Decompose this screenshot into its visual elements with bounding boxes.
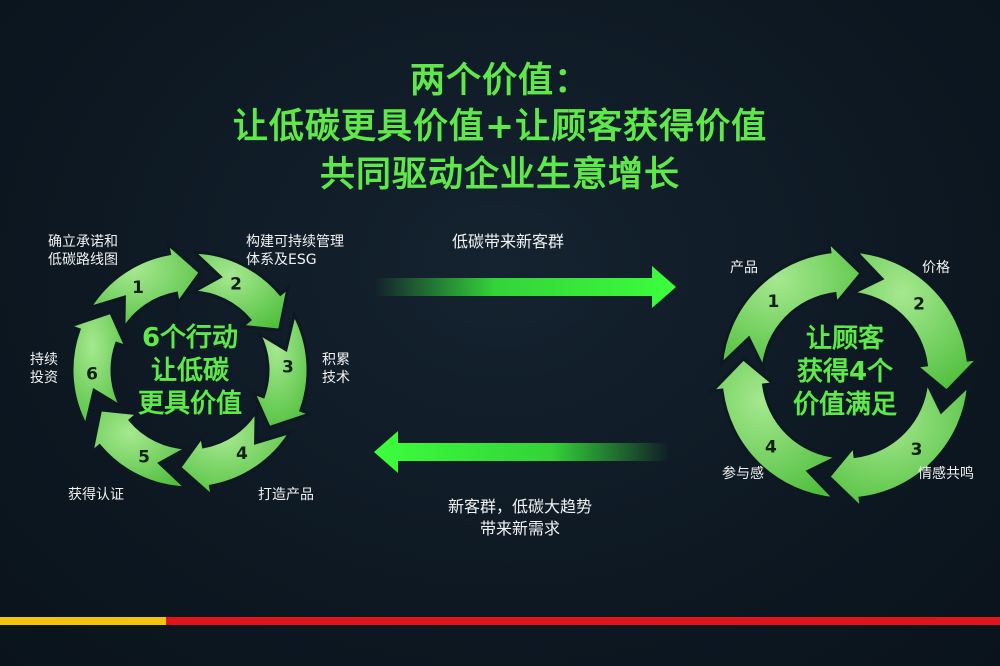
- left-step-number: 4: [236, 444, 248, 464]
- right-arrow-segment-4: [707, 356, 844, 501]
- label-line: 投资: [30, 370, 58, 386]
- left-step-5-label: 获得认证: [68, 487, 124, 503]
- left-arrow-segment-5: [89, 408, 193, 490]
- right-step-number: 3: [911, 440, 923, 460]
- right-step-number: 4: [765, 438, 777, 458]
- left-arrow-segment-1: [86, 239, 203, 335]
- title-line-3: 共同驱动企业生意增长: [319, 155, 680, 195]
- left-step-6-label: 持续投资: [30, 351, 58, 387]
- center-line: 让顾客: [805, 324, 884, 354]
- label-line: 低碳路线图: [48, 252, 118, 268]
- right-step-number: 1: [768, 292, 780, 312]
- right-arrow-segment-1: [719, 237, 864, 374]
- left-step-1-label: 确立承诺和低碳路线图: [48, 233, 118, 269]
- center-line: 价值满足: [792, 390, 897, 420]
- left-step-3-label: 积累技术: [322, 351, 350, 387]
- bottom-bar-red: [166, 617, 1000, 625]
- left-arrow-segment-3: [251, 310, 315, 430]
- title-line-1: 两个价值：: [409, 61, 590, 101]
- right-cycle-ring: 1 2 3 4: [707, 237, 983, 513]
- right-arrow-segment-2: [846, 249, 983, 394]
- center-line: 更具价值: [137, 389, 242, 419]
- right-arrow-segment-3: [826, 376, 971, 513]
- label-line: 持续: [30, 352, 58, 368]
- left-arrow-segment-6: [65, 310, 129, 430]
- left-step-number: 1: [132, 278, 144, 298]
- left-cycle-center: 6个行动 让低碳 更具价值: [120, 322, 260, 421]
- left-cycle-ring: 1 2 3 4 5 6: [65, 239, 315, 501]
- label-line: 积累: [322, 352, 350, 368]
- right-step-3-label: 情感共鸣: [918, 466, 974, 482]
- label-line: 构建可持续管理: [246, 234, 344, 250]
- left-step-4-label: 打造产品: [258, 487, 314, 503]
- label-line: 体系及ESG: [246, 252, 317, 268]
- left-step-number: 2: [230, 274, 242, 294]
- right-cycle-center: 让顾客 获得4个 价值满足: [770, 323, 920, 422]
- bottom-arrow-label-line: 带来新需求: [479, 519, 560, 538]
- right-step-1-label: 产品: [730, 260, 758, 276]
- center-line: 获得4个: [796, 357, 894, 387]
- right-step-number: 2: [913, 294, 925, 314]
- center-line: 6个行动: [141, 323, 239, 353]
- bottom-arrow-label-line: 新客群，低碳大趋势: [447, 497, 592, 516]
- bottom-bar-yellow: [0, 617, 166, 625]
- center-line: 让低碳: [150, 356, 229, 386]
- title-line-2: 让低碳更具价值+让顾客获得价值: [232, 107, 768, 147]
- left-arrow-segment-4: [177, 405, 294, 501]
- left-step-2-label: 构建可持续管理体系及ESG: [246, 233, 344, 269]
- top-arrow-label: 低碳带来新客群: [452, 232, 565, 251]
- label-line: 技术: [322, 370, 350, 386]
- left-arrow-segment-2: [187, 250, 291, 332]
- arrow-left-icon: [374, 431, 670, 473]
- left-step-number: 6: [86, 364, 98, 384]
- left-step-number: 3: [282, 358, 294, 378]
- label-line: 确立承诺和: [48, 234, 118, 250]
- right-step-2-label: 价格: [922, 260, 950, 276]
- bottom-arrow-label: 新客群，低碳大趋势 带来新需求: [430, 496, 610, 540]
- right-step-4-label: 参与感: [722, 466, 764, 482]
- left-step-number: 5: [138, 448, 150, 468]
- arrow-right-icon: [375, 266, 676, 308]
